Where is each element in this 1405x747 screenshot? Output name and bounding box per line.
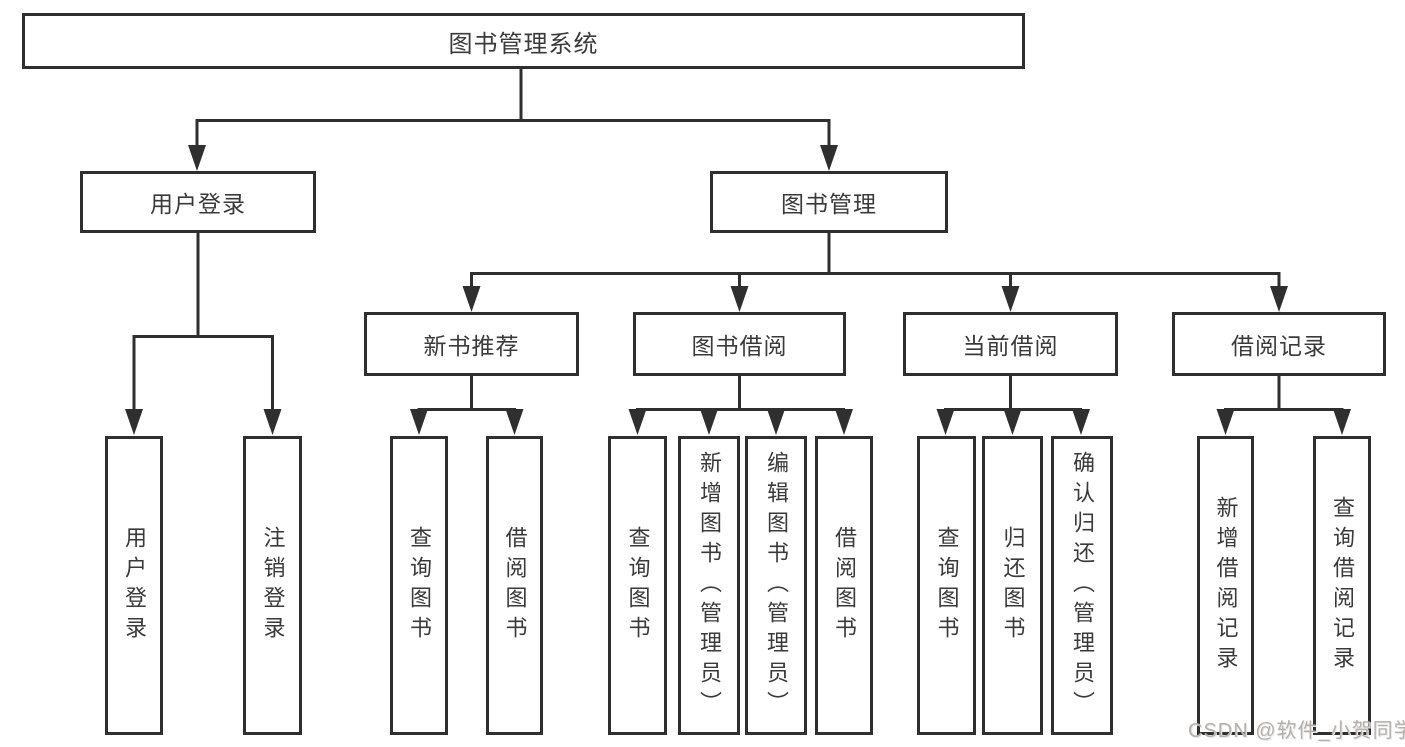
node-label: 图书管理 bbox=[781, 191, 877, 217]
node-label: 编辑图书（管理员） bbox=[764, 450, 789, 721]
leaf-borrow-books-recommend: 借阅图书 bbox=[486, 436, 543, 735]
node-label: 图书借阅 bbox=[691, 333, 788, 359]
node-user-login: 用户登录 bbox=[80, 171, 316, 233]
node-label: 查询借阅记录 bbox=[1330, 495, 1355, 676]
node-label: 新增图书（管理员） bbox=[697, 450, 722, 721]
node-label: 图书管理系统 bbox=[448, 30, 599, 58]
leaf-borrow-books: 借阅图书 bbox=[815, 436, 873, 735]
leaf-logout: 注销登录 bbox=[243, 436, 302, 735]
node-label: 查询图书 bbox=[934, 525, 960, 646]
leaf-query-books-current: 查询图书 bbox=[917, 436, 976, 735]
node-label: 注销登录 bbox=[260, 525, 286, 646]
csdn-watermark: CSDN @软件_小贺同学 bbox=[1188, 720, 1405, 742]
leaf-user-login: 用户登录 bbox=[105, 436, 163, 735]
node-label: 查询图书 bbox=[625, 525, 651, 646]
node-label: 借阅图书 bbox=[502, 525, 528, 646]
node-current-borrowing: 当前借阅 bbox=[903, 312, 1118, 376]
node-label: 借阅图书 bbox=[832, 525, 857, 646]
node-label: 确认归还（管理员） bbox=[1070, 450, 1095, 721]
leaf-add-borrow-record: 新增借阅记录 bbox=[1197, 436, 1254, 735]
node-book-borrowing: 图书借阅 bbox=[633, 312, 846, 376]
node-label: 当前借阅 bbox=[962, 333, 1059, 359]
leaf-query-borrow-record: 查询借阅记录 bbox=[1313, 436, 1371, 735]
node-label: 用户登录 bbox=[122, 525, 147, 646]
leaf-query-books-recommend: 查询图书 bbox=[390, 436, 448, 735]
node-label: 新书推荐 bbox=[423, 333, 520, 359]
node-label: 用户登录 bbox=[150, 191, 246, 217]
node-label: 新增借阅记录 bbox=[1213, 495, 1239, 676]
node-label: 借阅记录 bbox=[1231, 333, 1327, 359]
node-borrowing-records: 借阅记录 bbox=[1172, 312, 1386, 376]
node-book-management: 图书管理 bbox=[710, 171, 948, 233]
node-label: 查询图书 bbox=[407, 525, 432, 646]
node-label: 归还图书 bbox=[1000, 525, 1026, 646]
leaf-add-books-admin: 新增图书（管理员） bbox=[678, 436, 740, 735]
node-new-book-recommendation: 新书推荐 bbox=[364, 312, 579, 376]
node-library-management-system: 图书管理系统 bbox=[22, 13, 1025, 69]
leaf-confirm-return-admin: 确认归还（管理员） bbox=[1051, 436, 1113, 735]
leaf-query-books-borrow: 查询图书 bbox=[608, 436, 667, 735]
leaf-edit-books-admin: 编辑图书（管理员） bbox=[745, 436, 807, 735]
leaf-return-books: 归还图书 bbox=[982, 436, 1043, 735]
